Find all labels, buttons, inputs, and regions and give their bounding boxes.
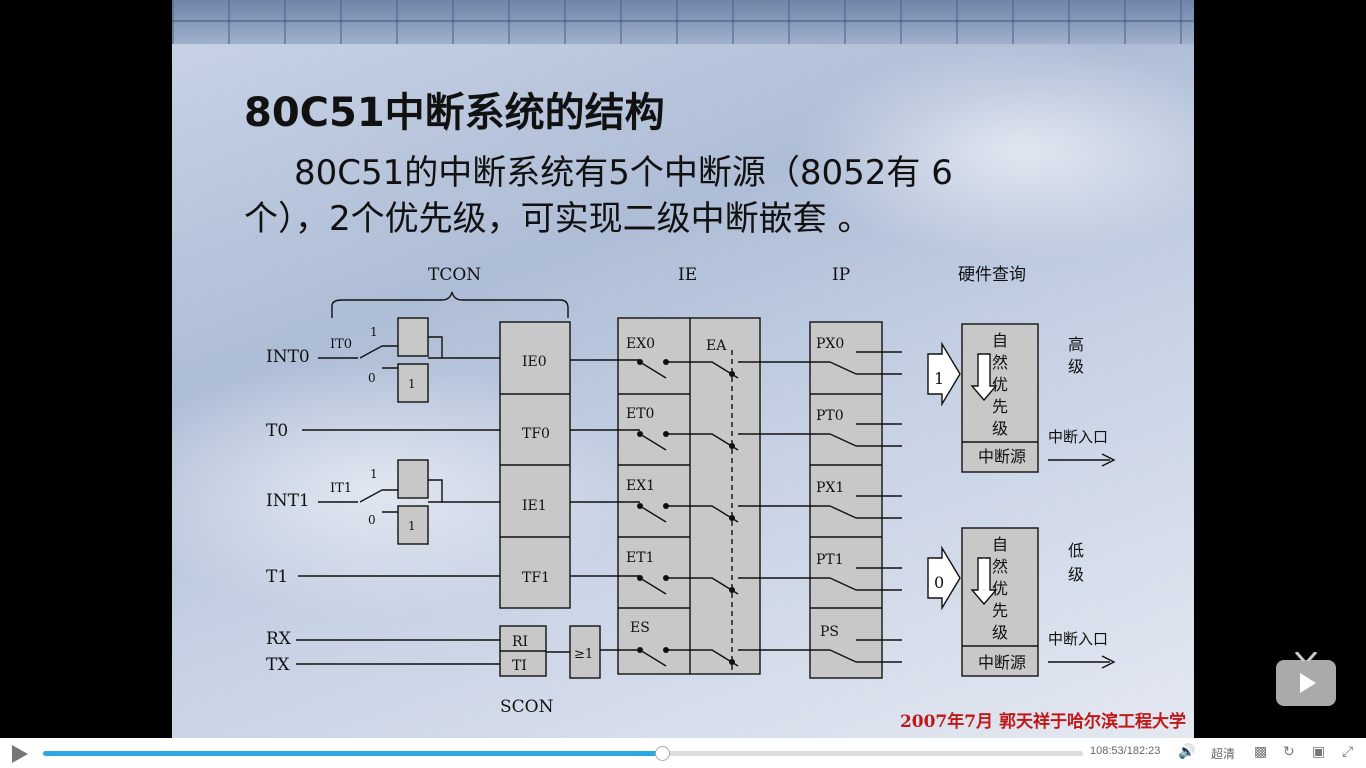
low-level-label: 低 — [1068, 541, 1084, 560]
scon-flag: TI — [512, 658, 527, 674]
time-current: 108:53 — [1090, 745, 1124, 757]
ip-bit: PT0 — [816, 408, 844, 424]
high-level-label: 高 — [1068, 335, 1084, 354]
switch-zero: 0 — [368, 513, 376, 527]
low-priority-char: 优 — [992, 579, 1008, 598]
play-icon[interactable] — [12, 745, 28, 763]
background-swoosh — [792, 40, 1194, 260]
switch-one: 1 — [370, 467, 378, 481]
high-arrow-label: 1 — [934, 369, 944, 388]
tcon-flag: TF1 — [522, 570, 550, 586]
progress-bar[interactable] — [43, 746, 1083, 761]
low-entry-label: 中断入口 — [1048, 630, 1108, 648]
label-it0: IT0 — [330, 337, 352, 352]
ie-bit: ES — [630, 620, 650, 636]
danmaku-icon[interactable]: ▩ — [1254, 744, 1268, 760]
ie-bit: EX1 — [626, 478, 655, 494]
time-display: 108:53/182:23 — [1090, 745, 1160, 757]
low-level-label: 级 — [1068, 565, 1084, 584]
ip-bit: PX1 — [816, 480, 844, 496]
ip-bit: PT1 — [816, 552, 844, 568]
input-t1: T1 — [266, 567, 288, 587]
header-ie: IE — [678, 265, 697, 285]
header-ip: IP — [832, 265, 850, 285]
high-entry-label: 中断入口 — [1048, 428, 1108, 446]
header-scon: SCON — [500, 697, 554, 717]
interrupt-structure-diagram: TCON IE IP 硬件查询 SCON INT0 T0 INT1 T1 RX … — [266, 265, 1116, 717]
low-arrow-label: 0 — [934, 573, 944, 592]
tcon-flag: TF0 — [522, 426, 550, 442]
input-tx: TX — [266, 655, 290, 675]
volume-icon[interactable]: 🔊 — [1178, 744, 1196, 760]
play-overlay-ears — [1294, 652, 1318, 662]
high-priority-char: 级 — [992, 419, 1008, 438]
video-area[interactable]: 80C51中断系统的结构 80C51的中断系统有5个中断源（8052有 6 个）… — [0, 0, 1366, 738]
input-int0: INT0 — [266, 347, 310, 367]
tcon-flag: IE0 — [522, 354, 547, 370]
player-controls: 108:53/182:23 🔊 超清 ▩ ↻ ▣ ⤢ — [0, 738, 1366, 768]
scon-flag: RI — [512, 634, 528, 650]
slide: 80C51中断系统的结构 80C51的中断系统有5个中断源（8052有 6 个）… — [172, 0, 1194, 738]
input-int1: INT1 — [266, 491, 310, 511]
header-hw-query: 硬件查询 — [958, 265, 1026, 285]
progress-fill — [43, 751, 662, 756]
ie-bit: EX0 — [626, 336, 655, 352]
input-t0: T0 — [266, 421, 288, 441]
loop-icon[interactable]: ↻ — [1283, 744, 1295, 760]
low-priority-char: 先 — [992, 601, 1008, 620]
ie-bit: ET0 — [626, 406, 654, 422]
input-rx: RX — [266, 629, 292, 649]
high-priority-char: 然 — [992, 353, 1008, 372]
low-source-label: 中断源 — [978, 653, 1026, 672]
progress-knob[interactable] — [654, 746, 670, 761]
label-it1: IT1 — [330, 481, 352, 496]
ea-label: EA — [706, 338, 727, 354]
brick-header-decoration — [172, 0, 1194, 44]
tcon-flag: IE1 — [522, 498, 547, 514]
low-priority-char: 然 — [992, 557, 1008, 576]
fullscreen-icon[interactable]: ⤢ — [1342, 744, 1354, 760]
ip-bit: PS — [820, 624, 839, 640]
ie-bit: ET1 — [626, 550, 654, 566]
high-priority-char: 优 — [992, 375, 1008, 394]
box-one: 1 — [408, 377, 416, 391]
slide-body-text: 80C51的中断系统有5个中断源（8052有 6 个），2个优先级，可实现二级中… — [244, 153, 953, 239]
high-level-label: 级 — [1068, 357, 1084, 376]
ip-bit: PX0 — [816, 336, 844, 352]
quality-selector[interactable]: 超清 — [1211, 747, 1236, 761]
low-priority-char: 自 — [992, 535, 1008, 554]
header-tcon: TCON — [428, 265, 481, 285]
big-play-button[interactable] — [1276, 660, 1336, 706]
high-priority-char: 自 — [992, 331, 1008, 350]
or-gate-label: ≥1 — [574, 647, 593, 662]
box-one: 1 — [408, 519, 416, 533]
time-total: 182:23 — [1126, 745, 1161, 757]
slide-title: 80C51中断系统的结构 — [244, 90, 665, 136]
time-separator: / — [1123, 745, 1127, 757]
slide-credit: 2007年7月 郭天祥于哈尔滨工程大学 — [899, 712, 1186, 732]
high-source-label: 中断源 — [978, 447, 1026, 466]
high-priority-char: 先 — [992, 397, 1008, 416]
switch-zero: 0 — [368, 371, 376, 385]
tv-icon[interactable]: ▣ — [1312, 744, 1326, 760]
switch-one: 1 — [370, 325, 378, 339]
low-priority-char: 级 — [992, 623, 1008, 642]
